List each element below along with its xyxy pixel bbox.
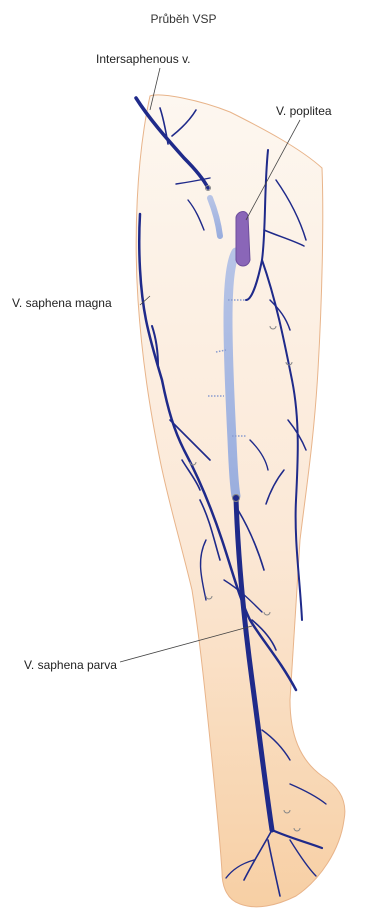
label-intersaphenous: Intersaphenous v. [96, 52, 191, 66]
label-poplitea: V. poplitea [276, 104, 332, 118]
popliteal-vein [236, 212, 250, 266]
label-saphena-magna: V. saphena magna [12, 296, 112, 310]
diagram-title: Průběh VSP [0, 12, 367, 26]
label-saphena-parva: V. saphena parva [24, 658, 117, 672]
